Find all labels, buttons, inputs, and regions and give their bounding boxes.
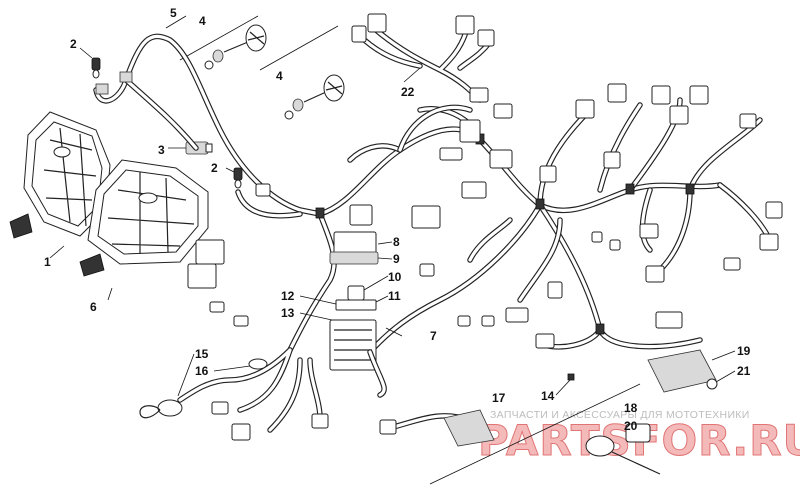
headlight-right (79, 159, 209, 277)
leader-lines (49, 15, 736, 485)
callout-5: 5 (170, 6, 177, 20)
callout-13: 13 (281, 306, 295, 320)
callout-9: 9 (393, 252, 400, 266)
bulb-lower (233, 167, 243, 189)
callout-2-lower: 2 (211, 161, 218, 175)
adjuster-lower (284, 74, 345, 120)
callout-4-upper: 4 (199, 14, 206, 28)
callout-7: 7 (430, 329, 437, 343)
sub-harness-22 (351, 13, 495, 103)
callout-11: 11 (388, 289, 401, 303)
callout-10: 10 (388, 270, 402, 284)
lower-left-harness (139, 347, 329, 441)
headlight-harness (93, 33, 323, 219)
callout-19: 19 (737, 344, 751, 358)
callout-12: 12 (281, 289, 295, 303)
callout-3: 3 (158, 143, 165, 157)
callouts: 1 2 2 3 4 4 5 6 7 8 9 10 11 12 13 14 15 … (44, 6, 751, 433)
callout-2-upper: 2 (70, 37, 77, 51)
callout-4-lower: 4 (276, 69, 283, 83)
callout-18: 18 (624, 401, 638, 415)
callout-8: 8 (393, 235, 400, 249)
callout-6: 6 (90, 300, 97, 314)
callout-17: 17 (492, 391, 506, 405)
callout-1: 1 (44, 255, 51, 269)
ignition-parts (367, 349, 718, 475)
callout-20: 20 (624, 419, 638, 433)
watermark-caption: ЗАПЧАСТИ И АКСЕССУАРЫ ДЛЯ МОТОТЕХНИКИ (490, 409, 750, 421)
adjuster-upper (204, 24, 267, 70)
callout-21: 21 (737, 364, 751, 378)
callout-15: 15 (195, 347, 209, 361)
callout-14: 14 (541, 389, 555, 403)
connectors (187, 83, 783, 349)
bulb-upper (91, 57, 101, 79)
fuse-box-parts (329, 231, 379, 371)
callout-22: 22 (401, 85, 415, 99)
main-harness (287, 97, 773, 355)
callout-16: 16 (195, 364, 209, 378)
